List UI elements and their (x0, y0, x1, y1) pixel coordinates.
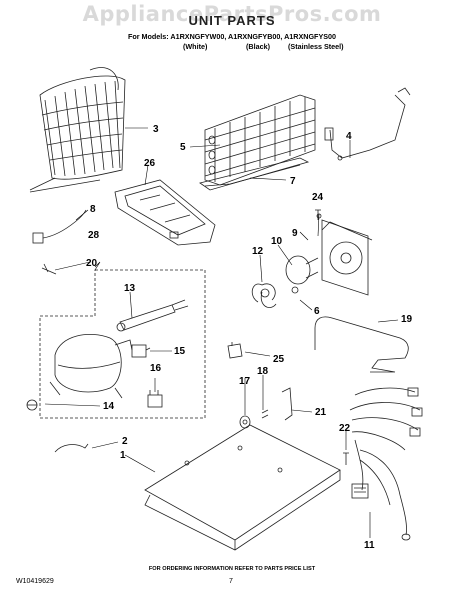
callout-11: 11 (364, 540, 375, 551)
callout-13: 13 (124, 283, 136, 294)
callout-4: 4 (346, 131, 352, 142)
variant-white: (White) (183, 42, 208, 51)
callout-12: 12 (252, 246, 264, 257)
bracket-drawing (227, 342, 243, 359)
callout-22: 22 (339, 423, 351, 434)
compressor-group-outline (39, 269, 206, 419)
callout-14: 14 (103, 401, 115, 412)
leader-lines (44, 127, 399, 538)
callout-numbers: 3 5 7 4 26 8 24 9 10 12 6 28 20 13 15 16… (86, 124, 413, 551)
base-tray-drawing (144, 424, 341, 551)
callout-9: 9 (292, 228, 298, 239)
wiring-harness-drawing (349, 387, 423, 541)
callout-18: 18 (257, 366, 269, 377)
callout-21: 21 (315, 407, 327, 418)
callout-25: 25 (273, 354, 285, 365)
callout-5: 5 (180, 142, 186, 153)
ordering-note: FOR ORDERING INFORMATION REFER TO PARTS … (148, 566, 316, 572)
fan-blade-drawing (251, 283, 277, 308)
drier-drawing (116, 299, 189, 332)
relay-drawing (131, 344, 151, 358)
callout-7: 7 (290, 176, 296, 187)
capacitor-drawing (147, 390, 163, 408)
callout-10: 10 (271, 236, 283, 247)
models-line: For Models: A1RXNGFYW00, A1RXNGFYB00, A1… (127, 32, 337, 41)
callout-2: 2 (122, 436, 128, 447)
callout-3: 3 (153, 124, 159, 135)
variant-black: (Black) (246, 42, 270, 51)
drain-trough-drawing (199, 157, 310, 191)
callout-19: 19 (401, 314, 413, 325)
callout-16: 16 (150, 363, 162, 374)
defrost-sensor-drawing (324, 87, 411, 161)
condenser-coil-drawing (29, 67, 126, 193)
evaporator-cover-drawing (114, 179, 216, 246)
callout-28: 28 (88, 230, 100, 241)
page-title: UNIT PARTS (188, 13, 276, 28)
power-cord-drawing (32, 209, 87, 244)
callout-8: 8 (90, 204, 96, 215)
pin-drawing (261, 409, 269, 419)
tube-21-drawing (281, 387, 293, 421)
callout-24: 24 (312, 192, 324, 203)
callout-17: 17 (239, 376, 251, 387)
fan-motor-drawing (285, 255, 319, 294)
page-number: 7 (229, 578, 233, 585)
evaporator-drawing (204, 94, 316, 186)
fan-shroud-drawing (316, 213, 373, 296)
compressor-drawing (26, 334, 133, 411)
variant-stainless: (Stainless Steel) (288, 42, 344, 51)
callout-6: 6 (314, 306, 320, 317)
callout-1: 1 (120, 450, 126, 461)
clip-2-drawing (54, 443, 89, 453)
callout-20: 20 (86, 258, 98, 269)
callout-26: 26 (144, 158, 156, 169)
watermark: AppliancePartsPros.com (82, 2, 382, 26)
tube-drawing (314, 316, 409, 373)
screw-drawing (343, 452, 349, 465)
clip-drawing (41, 263, 57, 275)
callout-15: 15 (174, 346, 186, 357)
screw-24-drawing (315, 209, 321, 220)
document-id: W10419629 (16, 578, 54, 585)
